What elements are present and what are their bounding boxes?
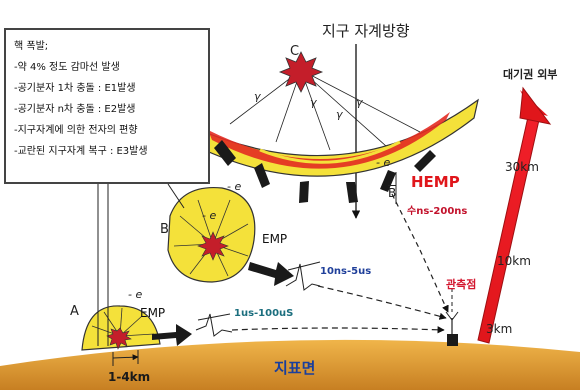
field-b-label: B: [388, 186, 396, 200]
legend-item: -공기분자 n차 충돌 : E2발생: [14, 99, 200, 120]
time-b-label: 10ns-5us: [320, 266, 371, 277]
ground-surface-label: 지표면: [274, 357, 315, 378]
observation-point-marker: [446, 288, 458, 346]
gamma-label: γ: [336, 108, 343, 121]
burst-c-label: C: [290, 44, 299, 59]
emp-a-label: EMP: [140, 306, 165, 320]
electron-label: - e: [227, 180, 241, 193]
legend-item: -교란된 지구자계 복구 : E3발생: [14, 141, 200, 162]
altitude-30-label: 30km: [505, 160, 539, 174]
distance-label: 1-4km: [108, 370, 150, 384]
gamma-label: γ: [356, 96, 363, 109]
legend-item: -공기분자 1차 충돌 : E1발생: [14, 78, 200, 99]
waveform-a: [196, 314, 232, 336]
burst-c-star: [280, 52, 322, 92]
time-a-label: 1us-100uS: [234, 308, 293, 319]
altitude-3-label: 3km: [486, 322, 512, 336]
legend-title: 핵 폭발;: [14, 36, 200, 57]
observation-point-label: 관측점: [446, 276, 476, 292]
burst-a-label: A: [70, 304, 79, 319]
electron-label: - e: [202, 209, 216, 222]
burst-b-region: [168, 188, 255, 282]
magnetic-direction-label: 지구 자계방향: [322, 20, 410, 41]
legend-item: -약 4% 정도 감마선 발생: [14, 57, 200, 78]
electron-label: - e: [128, 288, 142, 301]
deposition-band: [178, 100, 478, 176]
gamma-label: γ: [254, 90, 261, 103]
altitude-arrow: [478, 88, 550, 343]
emp-b-label: EMP: [262, 232, 287, 246]
legend-box: 핵 폭발; -약 4% 정도 감마선 발생 -공기분자 1차 충돌 : E1발생…: [4, 28, 210, 184]
altitude-10-label: 10km: [497, 254, 531, 268]
burst-b-label: B: [160, 222, 169, 237]
gamma-label: γ: [310, 96, 317, 109]
atmosphere-label: 대기권 외부: [503, 66, 557, 82]
legend-item: -지구자계에 의한 전자의 편향: [14, 120, 200, 141]
electron-label: - e: [376, 156, 390, 169]
hemp-label: HEMP: [411, 173, 460, 191]
hemp-time-label: 수ns-200ns: [407, 202, 467, 217]
gamma-rays-c: [230, 70, 420, 150]
